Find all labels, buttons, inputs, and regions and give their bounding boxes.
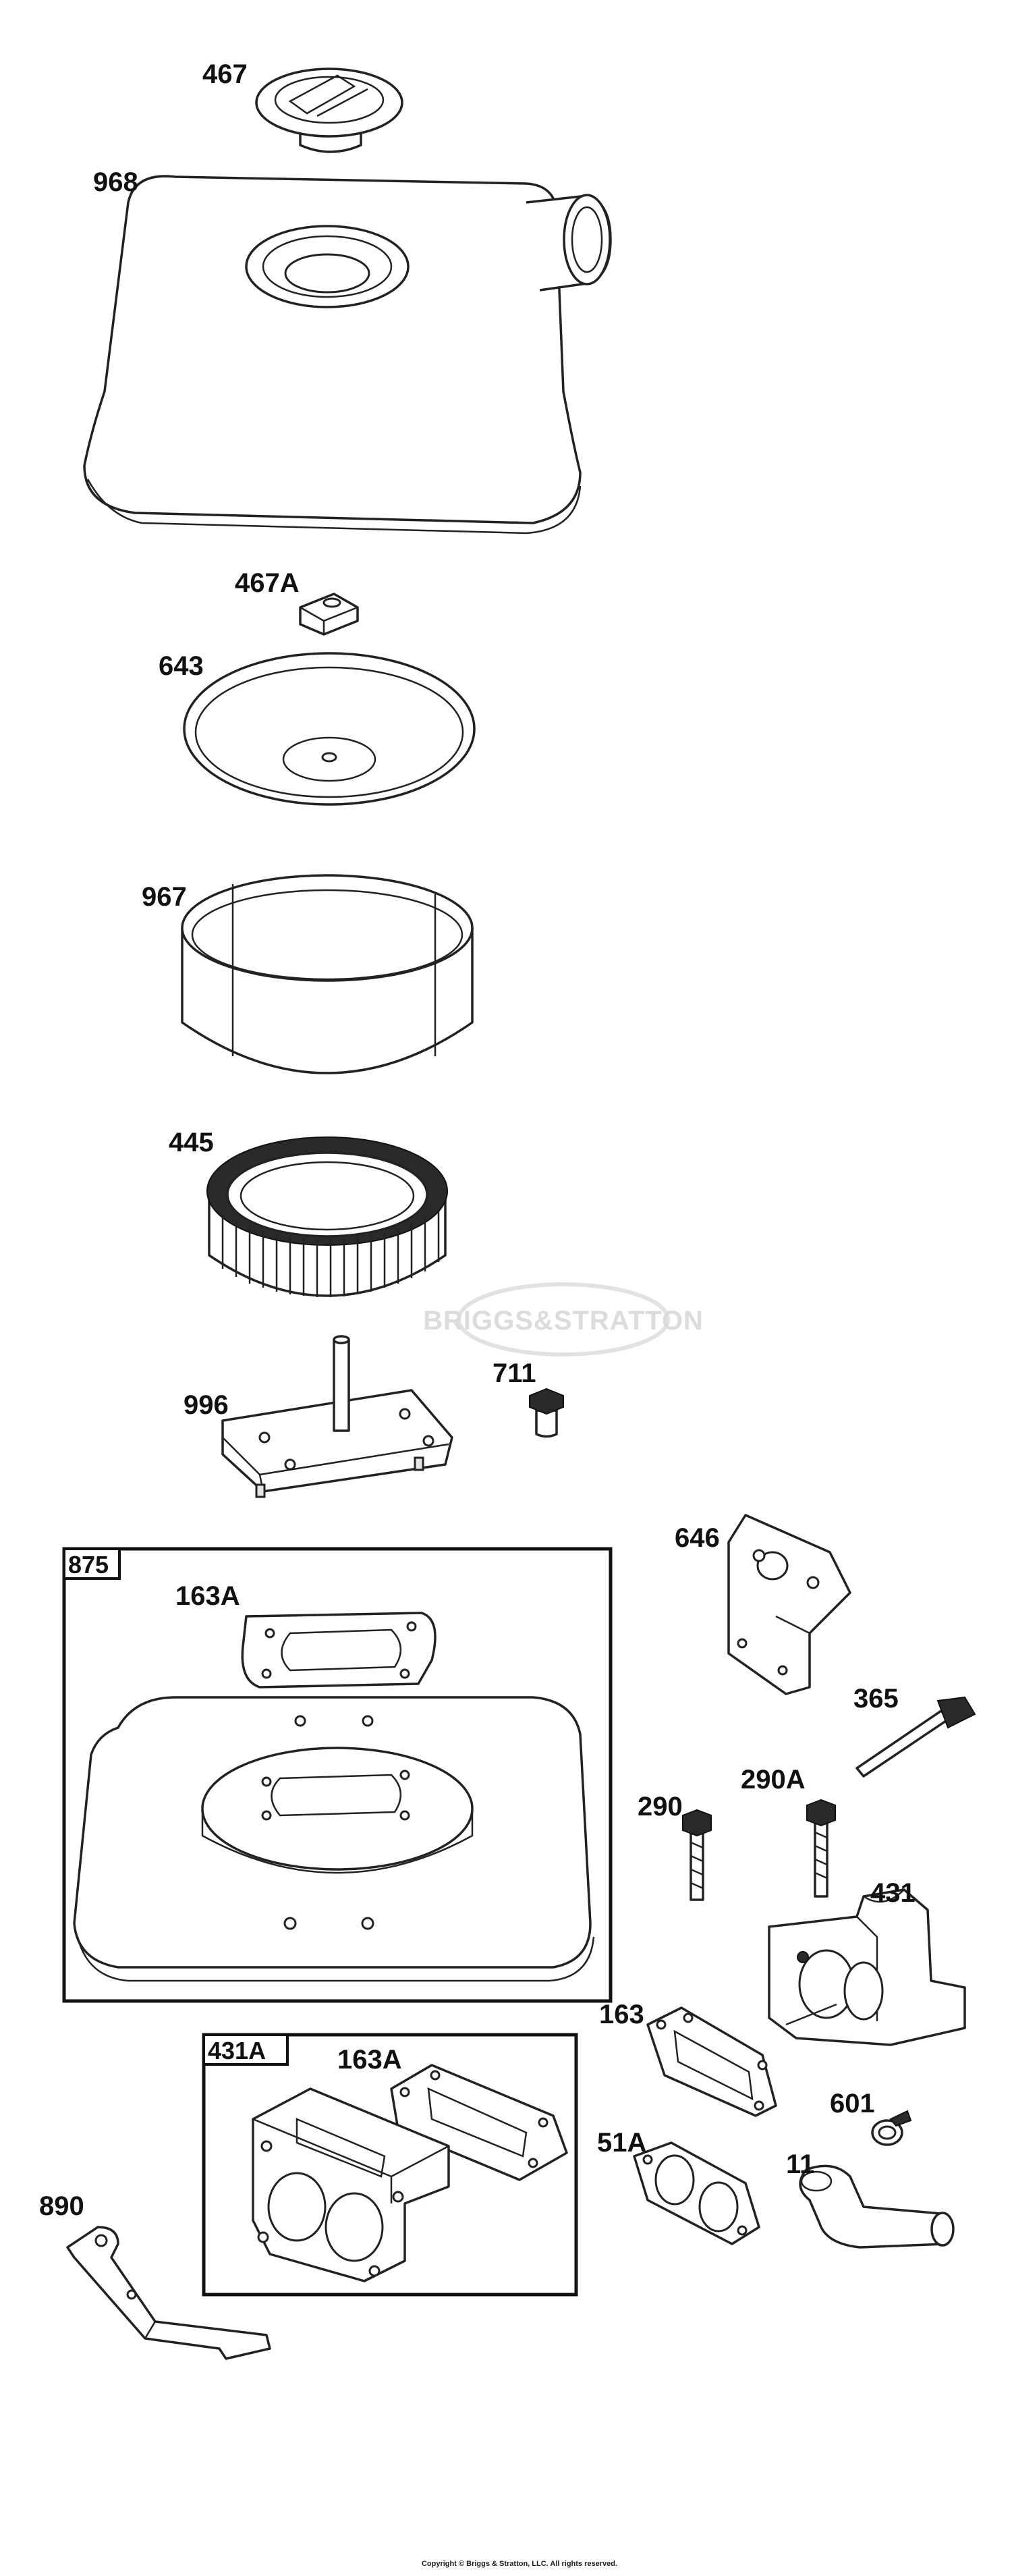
label-646: 646 <box>675 1523 720 1553</box>
label-467A: 467A <box>235 568 300 598</box>
part-996-plate <box>221 1335 453 1498</box>
part-467-cap <box>255 67 403 153</box>
copyright-text: Copyright © Briggs & Stratton, LLC. All … <box>422 2560 617 2568</box>
label-51A: 51A <box>597 2128 646 2158</box>
part-163A-gasket-top <box>241 1612 437 1689</box>
part-968-cover <box>83 175 612 535</box>
label-163A-top: 163A <box>175 1581 240 1611</box>
part-646-bracket <box>727 1514 851 1695</box>
label-711: 711 <box>493 1359 536 1388</box>
label-290: 290 <box>638 1792 683 1821</box>
part-51A-gasket <box>633 2141 760 2245</box>
label-968: 968 <box>93 167 138 197</box>
part-643-pan <box>183 652 476 806</box>
label-890: 890 <box>39 2191 84 2221</box>
part-365-bolt <box>855 1696 976 1778</box>
part-711-screw <box>529 1388 564 1438</box>
label-996: 996 <box>184 1390 229 1420</box>
label-967: 967 <box>142 882 187 912</box>
part-11-hose <box>799 2164 955 2249</box>
label-431A: 431A <box>208 2037 266 2064</box>
label-431: 431 <box>870 1878 916 1908</box>
kit-431A-box <box>202 2033 578 2297</box>
part-467A-wing-nut <box>299 593 359 636</box>
part-445-air-filter <box>206 1136 448 1297</box>
part-601-clamp <box>871 2110 912 2146</box>
label-11: 11 <box>786 2149 814 2179</box>
brand-watermark: BRIGGS&STRATTON <box>423 1282 704 1356</box>
label-601: 601 <box>830 2089 875 2118</box>
watermark-text: BRIGGS&STRATTON <box>423 1306 704 1336</box>
label-365: 365 <box>853 1684 899 1714</box>
label-445: 445 <box>169 1128 214 1157</box>
part-290A-bolt <box>806 1799 836 1898</box>
part-290-bolt <box>682 1809 712 1901</box>
part-163-gasket <box>646 2006 777 2117</box>
label-290A: 290A <box>741 1765 806 1794</box>
part-967-pre-cleaner <box>181 874 474 1074</box>
part-875-base <box>73 1696 595 1982</box>
label-163: 163 <box>599 2000 644 2029</box>
label-643: 643 <box>159 651 204 681</box>
part-431-elbow <box>768 1888 966 2046</box>
label-875: 875 <box>68 1551 109 1579</box>
label-467: 467 <box>202 59 248 89</box>
label-163A-bottom: 163A <box>337 2045 402 2075</box>
part-890-bracket <box>66 2226 271 2360</box>
part-431A-adapter <box>252 2087 450 2282</box>
kit-875-box <box>62 1547 613 2003</box>
